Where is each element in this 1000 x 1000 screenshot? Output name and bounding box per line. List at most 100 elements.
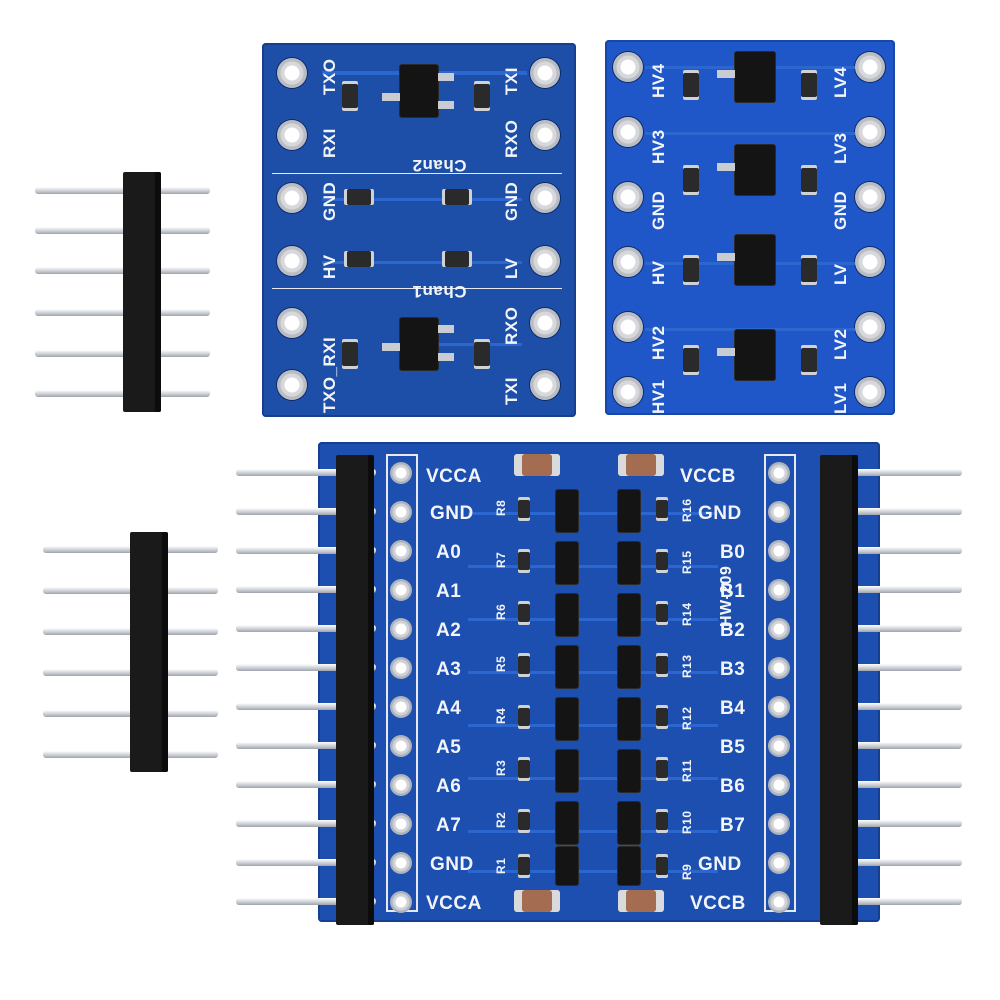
pad	[855, 377, 885, 407]
pin-label-b5: B5	[720, 737, 746, 758]
pin-label: TXI	[502, 67, 521, 95]
mosfet-chip	[735, 330, 775, 380]
pad	[613, 117, 643, 147]
level-converter-2ch-board: TXO RXI GND HV TXO_RXI TXI RXO GND LV RX…	[262, 43, 576, 417]
designator: R15	[680, 550, 694, 574]
designator: R16	[680, 498, 694, 522]
model-label: HW-209	[718, 565, 735, 627]
pin-label-gnd: GND	[698, 854, 742, 875]
capacitor	[618, 890, 664, 912]
resistor	[344, 251, 374, 267]
pin-label-b6: B6	[720, 776, 746, 797]
pad	[530, 246, 560, 276]
pad	[855, 182, 885, 212]
resistor	[518, 549, 530, 573]
resistor	[801, 255, 817, 285]
resistor	[683, 70, 699, 100]
pin-header-bottom	[38, 532, 218, 772]
resistor	[344, 189, 374, 205]
pad	[277, 308, 307, 338]
resistor	[656, 549, 668, 573]
designator: R10	[680, 810, 694, 834]
channel-label: Chan1	[412, 282, 467, 301]
mosfet-chip	[735, 52, 775, 102]
resistor	[656, 705, 668, 729]
pin-label-a0: A0	[436, 542, 462, 563]
pin-label: GND	[502, 181, 521, 221]
designator: R8	[494, 499, 508, 516]
pin-label-gnd: GND	[831, 190, 850, 230]
resistor	[801, 70, 817, 100]
mosfet-chip	[618, 490, 640, 532]
resistor	[683, 165, 699, 195]
pin-label-a1: A1	[436, 581, 462, 602]
pin-label-gnd: GND	[430, 503, 474, 524]
pad	[530, 370, 560, 400]
mosfet-chip	[556, 750, 578, 792]
resistor	[683, 345, 699, 375]
resistor	[656, 653, 668, 677]
mosfet-chip	[556, 698, 578, 740]
capacitor	[514, 454, 560, 476]
pin-label: RXO	[502, 119, 521, 158]
pin-label-gnd: GND	[430, 854, 474, 875]
mosfet-chip	[400, 318, 438, 370]
designator: R9	[680, 863, 694, 880]
pin-label: RXI	[320, 128, 339, 158]
resistor	[342, 339, 358, 369]
pad	[613, 52, 643, 82]
resistor	[518, 653, 530, 677]
resistor	[518, 497, 530, 521]
designator: R6	[494, 603, 508, 620]
pin-label-lv3: LV3	[831, 132, 850, 164]
pad	[277, 58, 307, 88]
pad	[530, 58, 560, 88]
pad	[613, 182, 643, 212]
mosfet-chip	[618, 847, 640, 885]
resistor	[683, 255, 699, 285]
pin-label-vcca: VCCA	[426, 893, 482, 914]
pin-label-vccb: VCCB	[680, 466, 736, 487]
pad	[613, 312, 643, 342]
resistor	[656, 854, 668, 878]
resistor	[656, 809, 668, 833]
pad	[855, 312, 885, 342]
pin-label: HV	[320, 254, 339, 279]
designator: R13	[680, 654, 694, 678]
resistor	[442, 251, 472, 267]
pin-label: LV	[502, 257, 521, 279]
mosfet-chip	[556, 646, 578, 688]
mosfet-chip	[556, 542, 578, 584]
resistor	[518, 809, 530, 833]
resistor	[442, 189, 472, 205]
capacitor	[514, 890, 560, 912]
level-converter-8ch-board: VCCA GND A0 A1 A2 A3 A4 A5 A6 A7 GND VCC…	[318, 442, 880, 922]
mosfet-chip	[735, 145, 775, 195]
pad	[530, 308, 560, 338]
pin-label-hv: HV	[649, 260, 668, 285]
pin-label-a7: A7	[436, 815, 462, 836]
resistor	[801, 165, 817, 195]
mosfet-chip	[618, 802, 640, 844]
pin-label-hv4: HV4	[649, 63, 668, 98]
designator: R14	[680, 602, 694, 626]
pin-label: TXO_RXI	[320, 336, 339, 413]
resistor	[342, 81, 358, 111]
mosfet-chip	[618, 698, 640, 740]
pin-label-a2: A2	[436, 620, 462, 641]
pin-label-vccb: VCCB	[690, 893, 746, 914]
pad	[855, 117, 885, 147]
pin-label-b0: B0	[720, 542, 746, 563]
pad	[277, 246, 307, 276]
mosfet-chip	[618, 594, 640, 636]
pad	[613, 247, 643, 277]
pad	[530, 120, 560, 150]
pin-label: GND	[320, 181, 339, 221]
designator: R2	[494, 811, 508, 828]
designator: R4	[494, 707, 508, 724]
board-pin-header-right	[812, 455, 962, 925]
pad	[530, 183, 560, 213]
resistor	[518, 601, 530, 625]
resistor	[518, 854, 530, 878]
pin-label-lv: LV	[831, 263, 850, 285]
